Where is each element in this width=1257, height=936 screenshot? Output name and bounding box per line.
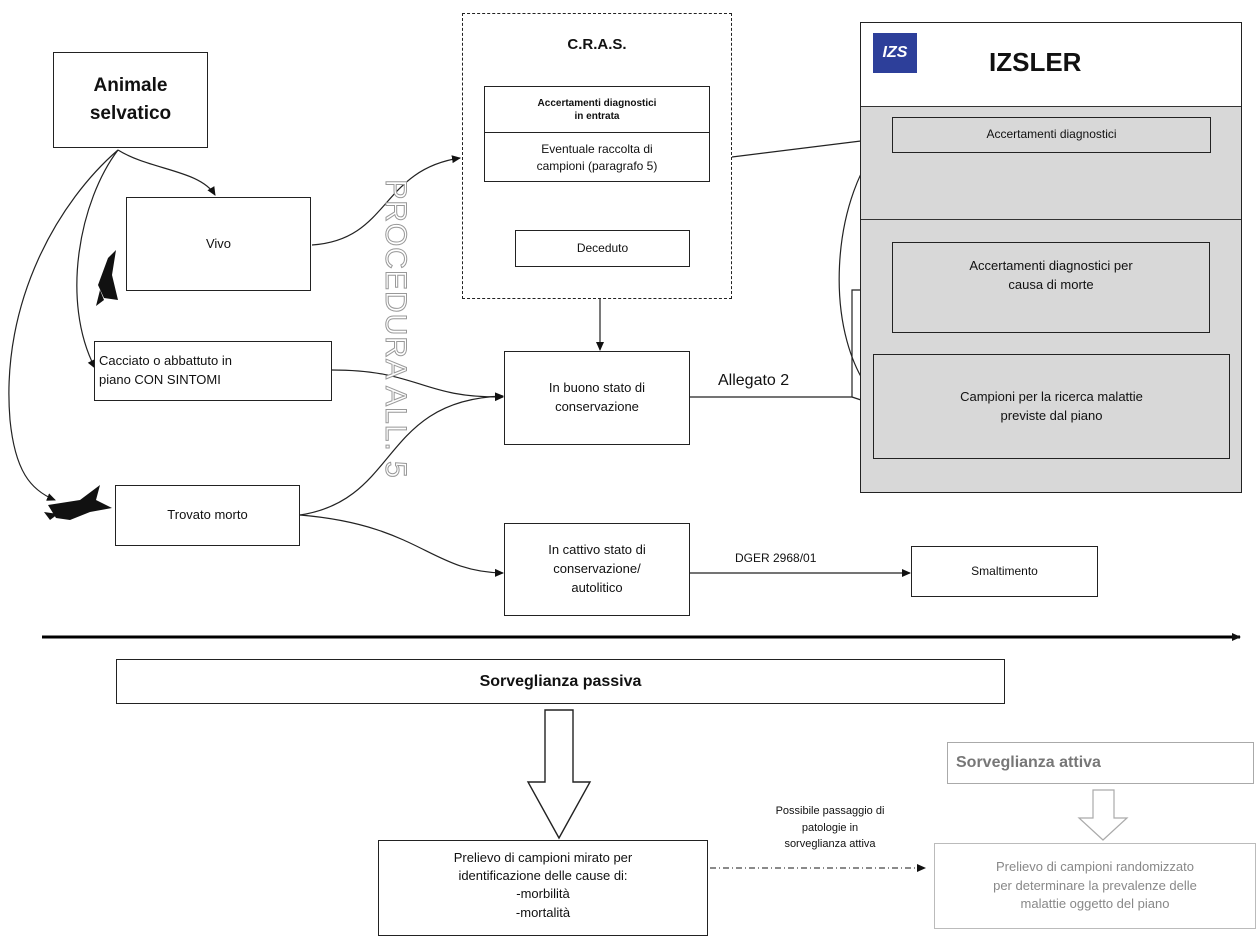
- prelievo-random-box: Prelievo di campioni randomizzato per de…: [934, 843, 1256, 929]
- buono-stato-box: In buono stato di conservazione: [504, 351, 690, 445]
- arrow-raccolta-to-izsler: [707, 135, 886, 161]
- arrow-animal-to-trovato: [8, 149, 119, 501]
- arrow-vivo-to-cras: [311, 155, 461, 246]
- izsler-causa-morte-box: Accertamenti diagnostici per causa di mo…: [892, 242, 1210, 333]
- cras-title: C.R.A.S.: [567, 36, 627, 53]
- arrow-animal-to-cacciato: [76, 149, 119, 369]
- cras-inner-box: Accertamenti diagnostici in entrata Even…: [484, 86, 710, 182]
- cattivo-stato-box: In cattivo stato di conservazione/ autol…: [504, 523, 690, 616]
- izsler-divider: [861, 219, 1241, 220]
- smaltimento-box: Smaltimento: [911, 546, 1098, 597]
- animale-selvatico-box: Animale selvatico: [53, 52, 208, 148]
- izsler-campioni-box: Campioni per la ricerca malattie previst…: [873, 354, 1230, 459]
- prelievo-mirato-box: Prelievo di campioni mirato per identifi…: [378, 840, 708, 936]
- bird-silhouette-icon: [96, 250, 118, 306]
- arrow-trovato-to-buono: [299, 392, 504, 516]
- deceduto-box: Deceduto: [515, 230, 690, 267]
- dger-label: DGER 2968/01: [735, 551, 817, 565]
- izsler-accertamenti-box: Accertamenti diagnostici: [892, 117, 1211, 153]
- izs-logo-icon: IZS: [873, 33, 917, 73]
- cras-accertamenti: Accertamenti diagnostici in entrata: [485, 87, 709, 133]
- arrow-cacciato-to-buono: [331, 369, 504, 402]
- cacciato-box: Cacciato o abbattuto in piano CON SINTOM…: [94, 341, 332, 401]
- arrow-animal-to-vivo: [117, 149, 216, 196]
- izsler-title: IZSLER: [989, 47, 1082, 77]
- arrow-trovato-to-cattivo: [299, 514, 504, 577]
- sorveglianza-attiva-box: Sorveglianza attiva: [947, 742, 1254, 784]
- vivo-box: Vivo: [126, 197, 311, 291]
- izsler-panel: IZS IZSLER Accertamenti diagnostici Acce…: [860, 22, 1242, 493]
- cras-container: C.R.A.S. Accertamenti diagnostici in ent…: [462, 13, 732, 299]
- hollow-arrow-passiva: [526, 709, 592, 840]
- passaggio-label: Possibile passaggio di patologie in sorv…: [775, 805, 885, 850]
- cras-raccolta: Eventuale raccolta di campioni (paragraf…: [536, 142, 658, 173]
- sorveglianza-passiva-box: Sorveglianza passiva: [116, 659, 1005, 704]
- hollow-arrow-attiva: [1077, 789, 1129, 841]
- trovato-morto-box: Trovato morto: [115, 485, 300, 546]
- allegato-2-label: Allegato 2: [718, 372, 790, 389]
- insect-silhouette-icon: [44, 485, 112, 520]
- izsler-header: IZS IZSLER: [861, 23, 1241, 107]
